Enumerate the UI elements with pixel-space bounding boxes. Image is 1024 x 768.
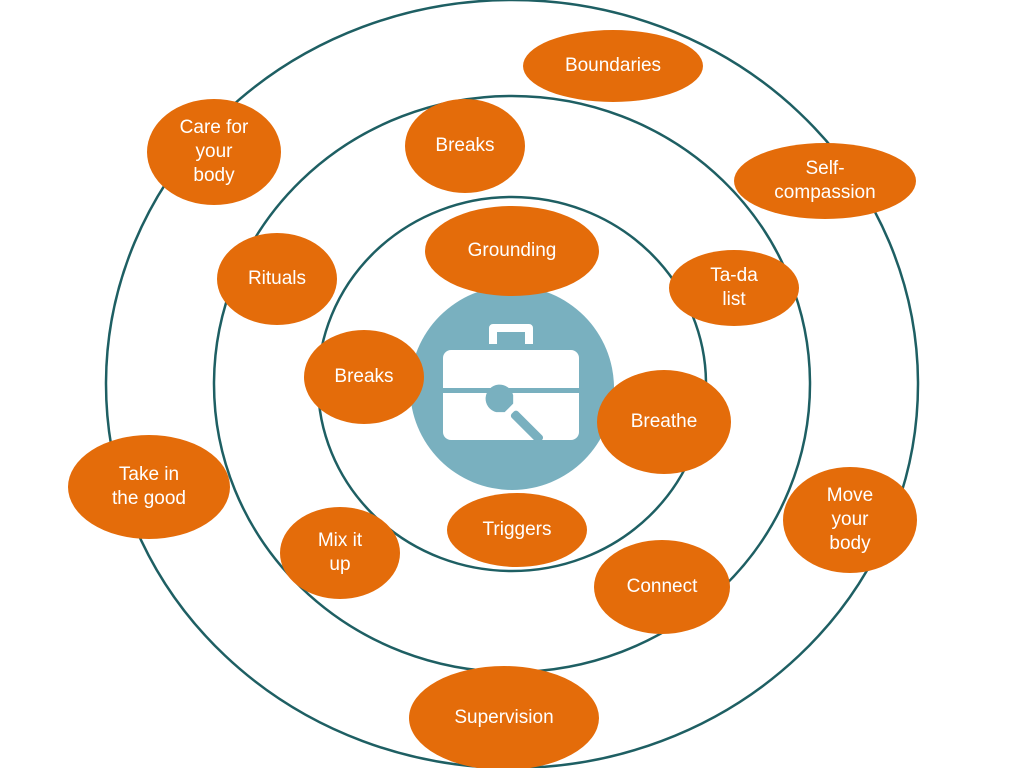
bubble-triggers: Triggers [447,493,587,567]
bubble-label: Grounding [468,240,557,261]
bubble-label: Supervision [454,707,553,728]
bubble-shape [783,467,917,573]
ring-outer [104,0,920,768]
bubble-label-line: Take in [119,464,179,485]
bubble-label-line: Grounding [468,240,557,261]
bubble-label: Triggers [483,519,552,540]
bubble-label-line: Breathe [631,411,698,432]
bubble-label-line: Boundaries [565,55,661,76]
bubble-label-line: up [329,554,350,575]
bubble-shape [280,507,400,599]
bubble-label-line: body [193,165,235,186]
bubble-label: Breathe [631,411,698,432]
bubble-label-line: your [832,509,870,530]
bubble-mix-it-up: Mix it up [280,507,400,599]
bubble-label-line: Rituals [248,268,306,289]
bubble-care-for-your-body: Care for your body [147,99,281,205]
bubble-shape [597,370,731,474]
bubble-rituals: Rituals [217,233,337,325]
bubble-label: Care for your body [180,117,249,186]
bubble-label: Ta-da list [710,265,758,310]
bubble-grounding: Grounding [425,206,599,296]
bubble-label-line: Mix it [318,530,363,551]
bubble-take-in-the-good: Take in the good [68,435,230,539]
bubble-label: Boundaries [565,55,661,76]
bubble-shape [669,250,799,326]
bubble-label: Rituals [248,268,306,289]
bubble-label-line: Ta-da [710,265,758,286]
bubble-label-line: compassion [774,182,875,203]
bubble-shape [447,493,587,567]
bubble-shape [217,233,337,325]
bubble-ta-da-list: Ta-da list [669,250,799,326]
bubble-label-line: Move [827,485,873,506]
bubble-label-line: Care for [180,117,249,138]
bubble-shape [594,540,730,634]
bubble-label-line: Triggers [483,519,552,540]
bubble-label-line: the good [112,488,186,509]
bubble-label-line: list [722,289,746,310]
bubble-connect: Connect [594,540,730,634]
toolbox-wrench-icon [443,324,579,443]
bubble-label: Connect [627,576,698,597]
bubble-label: Take in the good [112,464,186,509]
bubble-label-line: body [829,533,871,554]
bubble-label-line: Self- [805,158,844,179]
bubble-shape [523,30,703,102]
bubble-self-compassion: Self-compassion [734,143,916,219]
bubble-label: Breaks [435,135,494,156]
bubble-shape [409,666,599,768]
bubble-shape [304,330,424,424]
bubble-label: Breaks [334,366,393,387]
bubble-breathe: Breathe [597,370,731,474]
bubble-label-line: Supervision [454,707,553,728]
bubble-shape [425,206,599,296]
bubble-boundaries: Boundaries [523,30,703,102]
bubble-shape [147,99,281,205]
bubble-label-line: Breaks [334,366,393,387]
bubble-label-line: Breaks [435,135,494,156]
bubble-breaks-inner: Breaks [304,330,424,424]
toolbox-hub [410,286,614,490]
bubble-shape [405,99,525,193]
bubble-label: Mix it up [318,530,363,575]
bubble-supervision: Supervision [409,666,599,768]
bubble-label-line: your [196,141,234,162]
bubble-label-line: Connect [627,576,698,597]
bubble-label: Self-compassion [774,158,875,203]
bubble-shape [734,143,916,219]
bubble-shape [68,435,230,539]
bubble-breaks-outer: Breaks [405,99,525,193]
bubble-label: Move your body [827,485,873,554]
bubble-move-your-body: Move your body [783,467,917,573]
